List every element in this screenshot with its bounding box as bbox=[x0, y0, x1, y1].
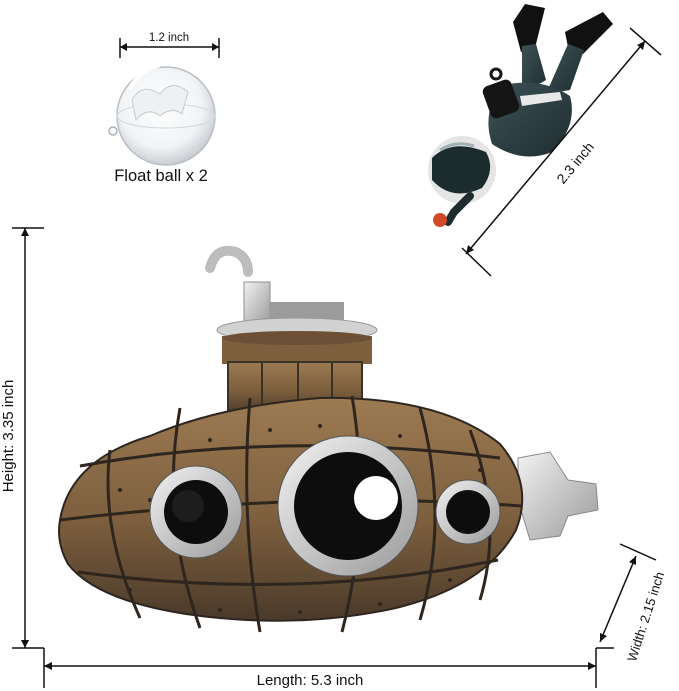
float-ball-group: 1.2 inch Float ball x 2 bbox=[108, 32, 220, 185]
float-ball bbox=[108, 64, 216, 166]
submarine-ornament bbox=[58, 245, 599, 633]
width-dimension-label: Width: 2.15 inch bbox=[624, 570, 667, 663]
ball-dimension-line bbox=[119, 38, 220, 58]
submarine-group: Height: 3.35 inch Length: 5.3 inch Width… bbox=[0, 227, 667, 689]
diver-figure bbox=[428, 4, 613, 227]
height-dimension-line bbox=[12, 227, 45, 688]
porthole-center bbox=[277, 435, 419, 577]
diver-group: 2.3 inch bbox=[428, 4, 662, 277]
width-dimension-line bbox=[599, 543, 657, 643]
diver-dimension-label: 2.3 inch bbox=[553, 139, 597, 187]
diver-dimension-line bbox=[461, 27, 662, 277]
porthole-right bbox=[435, 479, 501, 545]
length-dimension-label: Length: 5.3 inch bbox=[257, 672, 364, 689]
ball-dimension-label: 1.2 inch bbox=[149, 32, 189, 44]
porthole-left bbox=[149, 465, 243, 559]
height-dimension-label: Height: 3.35 inch bbox=[0, 380, 17, 493]
ball-caption: Float ball x 2 bbox=[114, 167, 208, 185]
length-dimension-line bbox=[44, 647, 614, 688]
